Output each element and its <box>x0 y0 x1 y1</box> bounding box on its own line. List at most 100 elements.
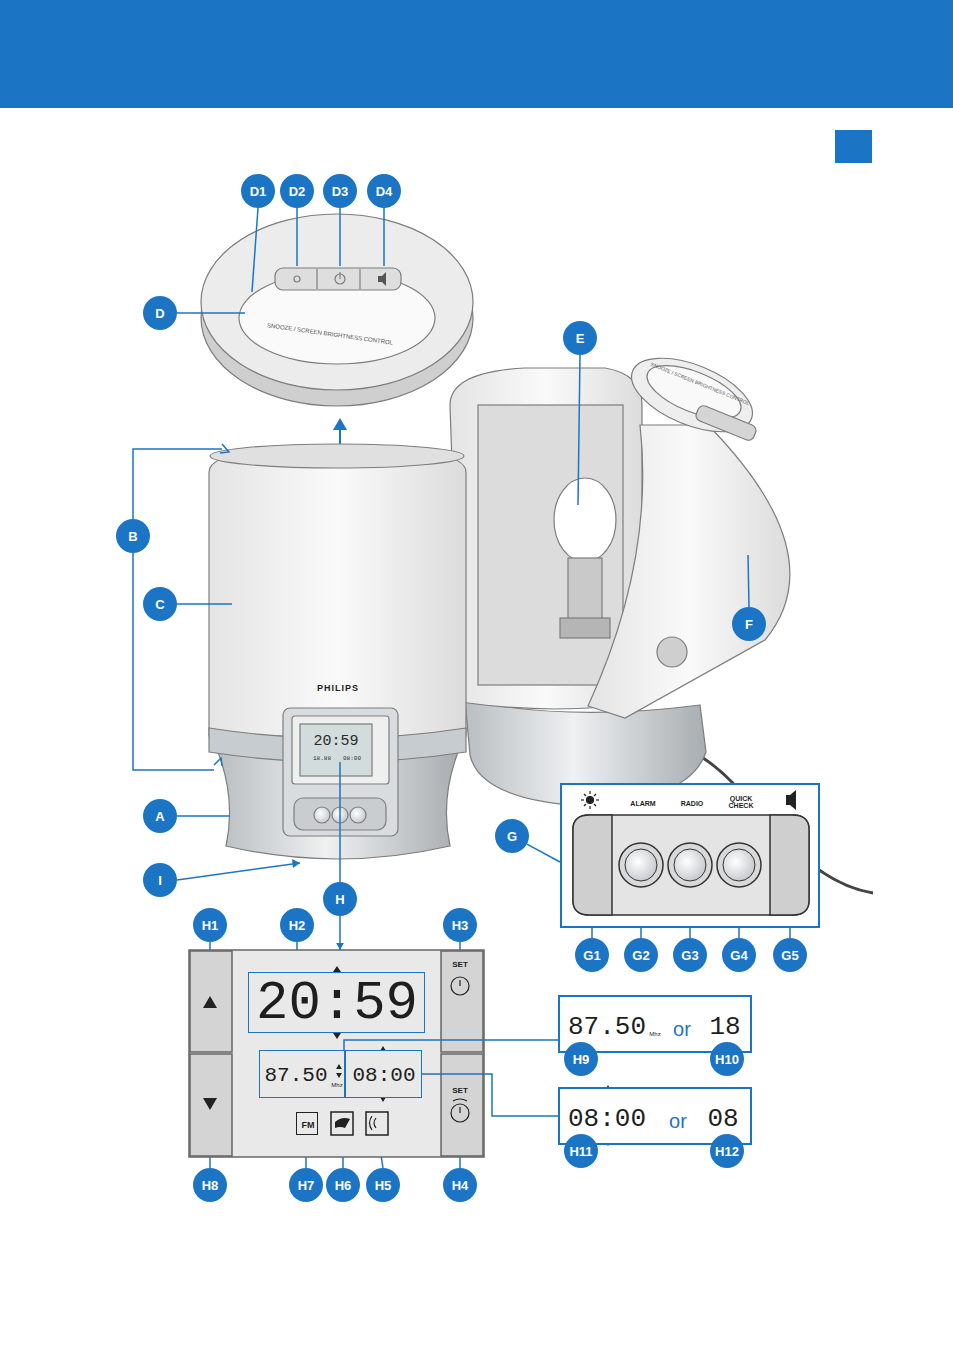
button-panel-box: ALARM RADIO QUICK CHECK <box>560 783 820 928</box>
callout-circle: H10 <box>710 1042 744 1076</box>
header-bar <box>0 0 953 108</box>
callout-circle: D2 <box>280 174 314 208</box>
callout-number: H2 <box>289 918 306 933</box>
callout-number: D4 <box>376 184 393 199</box>
callout-circle: D1 <box>241 174 275 208</box>
callout-circle: G <box>495 819 529 853</box>
lcd-field: 87.50Mhz <box>259 1050 345 1098</box>
connector-line <box>527 844 560 862</box>
arrowhead <box>336 943 344 950</box>
button-housing <box>573 815 809 915</box>
callout-number: H8 <box>202 1178 219 1193</box>
or-word: or <box>669 1111 687 1131</box>
lcd-digits: 18 <box>709 1014 740 1040</box>
connector-path <box>527 844 560 862</box>
connector-line <box>336 916 344 950</box>
callout-circle: D3 <box>323 174 357 208</box>
callout-circle: H12 <box>710 1134 744 1168</box>
callout-number: G5 <box>781 948 798 963</box>
callout-number: G3 <box>681 948 698 963</box>
connector-line <box>422 1074 558 1116</box>
callout-circle: G5 <box>773 938 807 972</box>
lcd-digits: 08:00 <box>568 1106 646 1132</box>
callout-circle: B <box>116 519 150 553</box>
callout-number: I <box>158 873 162 888</box>
callout-number: H4 <box>452 1178 469 1193</box>
button-label: SET <box>452 961 468 969</box>
fm-icon-box: FM <box>296 1112 318 1135</box>
callout-circle: G1 <box>575 938 609 972</box>
callout-circle: G3 <box>673 938 707 972</box>
callout-circle: A <box>143 799 177 833</box>
unit-label: Mhz <box>331 1082 342 1088</box>
callout-circle: D4 <box>367 174 401 208</box>
lcd-digits: 87.50 <box>264 1065 327 1086</box>
device-lcd: 18.88 <box>313 756 331 762</box>
sun-icon <box>581 791 599 809</box>
device-lcd: 08:00 <box>343 756 361 762</box>
callout-number: D2 <box>289 184 306 199</box>
callout-circle: G2 <box>624 938 658 972</box>
lcd-field: 20:59 <box>248 972 425 1033</box>
button-label: ALARM <box>630 800 655 807</box>
callout-number: G4 <box>730 948 747 963</box>
callout-number: G1 <box>583 948 600 963</box>
callout-number: H11 <box>569 1144 592 1159</box>
callout-circle: H7 <box>289 1168 323 1202</box>
callout-number: H9 <box>573 1052 590 1067</box>
lcd-field: 08:00 <box>345 1050 422 1098</box>
brand-name: PHILIPS <box>317 684 359 693</box>
corner-square <box>835 130 872 163</box>
callout-circle: G4 <box>722 938 756 972</box>
speaker-icon <box>786 790 796 810</box>
callout-circle: H3 <box>443 908 477 942</box>
callout-number: H10 <box>715 1052 739 1067</box>
button-label: SET <box>452 1087 468 1095</box>
control-text: SNOOZE / SCREEN BRIGHTNESS CONTROL <box>267 322 394 346</box>
closed-lamp <box>209 444 466 859</box>
bracket-b <box>133 444 229 770</box>
callout-circle: H2 <box>280 908 314 942</box>
sound-icon <box>370 1116 377 1130</box>
lcd-digits: 20:59 <box>256 977 418 1031</box>
lift-arrow <box>333 418 347 430</box>
lid <box>201 214 473 406</box>
callout-number: H <box>335 892 344 907</box>
callout-circle: H <box>323 882 357 916</box>
callout-circle: H5 <box>366 1168 400 1202</box>
callout-number: H3 <box>452 918 469 933</box>
callout-number: D <box>155 306 164 321</box>
callout-circle: F <box>732 607 766 641</box>
lcd-digits: 08:00 <box>352 1065 415 1086</box>
callout-number: H1 <box>202 918 219 933</box>
display-panel <box>189 950 484 1157</box>
callout-number: H7 <box>298 1178 315 1193</box>
callout-number: E <box>576 331 585 346</box>
callout-circle: D <box>143 296 177 330</box>
leader-lines <box>177 208 790 1168</box>
callout-number: B <box>128 529 137 544</box>
callout-number: A <box>155 809 164 824</box>
callout-circle: H11 <box>564 1134 598 1168</box>
callout-number: C <box>155 597 164 612</box>
callout-number: H5 <box>375 1178 392 1193</box>
callout-circle: C <box>143 587 177 621</box>
callout-circle: H4 <box>443 1168 477 1202</box>
callout-circle: H9 <box>564 1042 598 1076</box>
button-label: RADIO <box>681 800 704 807</box>
callout-number: H6 <box>335 1178 352 1193</box>
display-panel-box: SET SET 20:59 87.50Mhz 08:00FM <box>189 950 484 1157</box>
callout-circle: H1 <box>193 908 227 942</box>
callout-circle: H6 <box>326 1168 360 1202</box>
clock-icons <box>451 977 469 1122</box>
button-label: QUICK CHECK <box>721 795 761 809</box>
connector-path <box>344 1040 558 1050</box>
lcd-digits: 87.50 <box>568 1014 646 1040</box>
callout-number: G <box>507 829 517 844</box>
connector-path <box>422 1074 558 1116</box>
callout-number: D3 <box>332 184 349 199</box>
connector-line <box>344 1040 558 1050</box>
